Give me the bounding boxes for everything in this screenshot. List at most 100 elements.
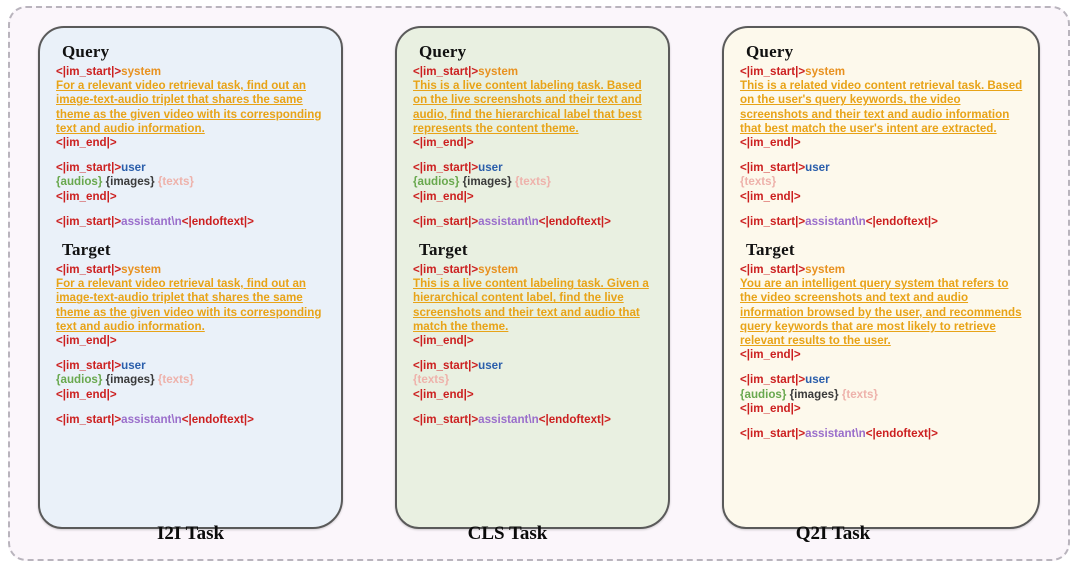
images-placeholder: {images} xyxy=(462,175,512,189)
audios-placeholder: {audios} xyxy=(56,373,103,387)
texts-placeholder: {texts} xyxy=(841,387,878,401)
endoftext-token: <|endoftext|> xyxy=(181,412,254,426)
im-end-token: <|im_end|> xyxy=(413,334,474,348)
im-end-token: <|im_end|> xyxy=(56,387,117,401)
panel-q2i-target-heading: Target xyxy=(746,240,795,260)
system-role-line: <|im_start|>system xyxy=(740,263,1024,277)
task-captions-row: I2I Task CLS Task Q2I Task xyxy=(10,523,1068,545)
panel-i2i-query-assistant-block: <|im_start|>assistant\n<|endoftext|> xyxy=(56,215,327,229)
im-end-token: <|im_end|> xyxy=(56,334,117,348)
endoftext-token: <|endoftext|> xyxy=(181,214,254,228)
caption-q2i-task: Q2I Task xyxy=(795,523,871,544)
assistant-role-line: <|im_start|>assistant\n<|endoftext|> xyxy=(740,427,1024,441)
images-placeholder: {images} xyxy=(105,373,155,387)
assistant-role-line: <|im_start|>assistant\n<|endoftext|> xyxy=(413,215,654,229)
endoftext-token: <|endoftext|> xyxy=(538,412,611,426)
role-system-token: system xyxy=(805,65,846,78)
im-end-token: <|im_end|> xyxy=(740,136,801,150)
im-start-token: <|im_start|> xyxy=(413,161,479,175)
user-placeholders-line: {audios} {images} {texts} xyxy=(740,388,1024,402)
im-start-token: <|im_start|> xyxy=(56,214,122,228)
system-instruction-text: This is a live content labeling task. Ba… xyxy=(413,79,642,135)
system-instruction-text: For a relevant video retrieval task, fin… xyxy=(56,79,322,135)
panel-i2i-query-heading: Query xyxy=(62,42,110,61)
spacer xyxy=(56,348,327,359)
im-end-token: <|im_end|> xyxy=(740,348,801,362)
im-start-token: <|im_start|> xyxy=(413,214,479,228)
panel-cls-query-heading: Query xyxy=(419,42,467,61)
im-end-token: <|im_end|> xyxy=(413,136,474,150)
role-user-token: user xyxy=(478,359,503,373)
assistant-role-line: <|im_start|>assistant\n<|endoftext|> xyxy=(740,215,1024,229)
im-start-token: <|im_start|> xyxy=(413,412,479,426)
im-start-token: <|im_start|> xyxy=(740,263,806,277)
system-role-line: <|im_start|>system xyxy=(56,65,327,79)
endoftext-token: <|endoftext|> xyxy=(865,214,938,228)
im-start-token: <|im_start|> xyxy=(740,373,806,387)
im-start-token: <|im_start|> xyxy=(56,263,122,277)
im-end-token: <|im_end|> xyxy=(56,136,117,150)
system-role-line: <|im_start|>system xyxy=(413,263,654,277)
assistant-role-line: <|im_start|>assistant\n<|endoftext|> xyxy=(56,413,327,427)
im-start-token: <|im_start|> xyxy=(413,359,479,373)
endoftext-token: <|endoftext|> xyxy=(865,427,938,441)
role-user-token: user xyxy=(478,161,503,175)
panel-i2i-target-system-block: <|im_start|>system For a relevant video … xyxy=(56,263,327,348)
panel-q2i-query-assistant-block: <|im_start|>assistant\n<|endoftext|> xyxy=(740,215,1024,229)
panel-q2i-query-heading: Query xyxy=(746,42,794,61)
audios-placeholder: {audios} xyxy=(56,175,103,189)
user-role-line: <|im_start|>user xyxy=(56,161,327,175)
panel-cls-query-assistant-block: <|im_start|>assistant\n<|endoftext|> xyxy=(413,215,654,229)
user-role-line: <|im_start|>user xyxy=(56,359,327,373)
spacer xyxy=(56,229,327,234)
spacer xyxy=(413,204,654,215)
images-placeholder: {images} xyxy=(789,387,839,401)
task-panel-q2i: Query <|im_start|>system This is a relat… xyxy=(722,26,1040,529)
im-end-token: <|im_end|> xyxy=(56,189,117,203)
spacer xyxy=(740,204,1024,215)
spacer xyxy=(343,523,370,545)
im-end-token: <|im_end|> xyxy=(740,189,801,203)
audios-placeholder: {audios} xyxy=(413,175,460,189)
user-role-line: <|im_start|>user xyxy=(413,359,654,373)
texts-placeholder: {texts} xyxy=(740,175,777,189)
user-role-line: <|im_start|>user xyxy=(740,373,1024,387)
role-assistant-token: assistant\n xyxy=(121,412,182,426)
im-start-token: <|im_start|> xyxy=(56,161,122,175)
texts-placeholder: {texts} xyxy=(157,373,194,387)
panel-cls-target-assistant-block: <|im_start|>assistant\n<|endoftext|> xyxy=(413,413,654,427)
system-instruction-text: For a relevant video retrieval task, fin… xyxy=(56,277,322,333)
user-role-line: <|im_start|>user xyxy=(413,161,654,175)
spacer xyxy=(413,348,654,359)
assistant-role-line: <|im_start|>assistant\n<|endoftext|> xyxy=(56,215,327,229)
user-placeholders-line: {texts} xyxy=(740,175,1024,189)
system-instruction-text: This is a related video content retrieva… xyxy=(740,79,1023,135)
task-panel-i2i: Query <|im_start|>system For a relevant … xyxy=(38,26,343,529)
system-instruction-text: This is a live content labeling task. Gi… xyxy=(413,277,649,333)
panel-q2i-target-system-block: <|im_start|>system You are an intelligen… xyxy=(740,263,1024,362)
audios-placeholder: {audios} xyxy=(740,387,787,401)
system-role-line: <|im_start|>system xyxy=(740,65,1024,79)
task-panel-cls: Query <|im_start|>system This is a live … xyxy=(395,26,670,529)
user-role-line: <|im_start|>user xyxy=(740,161,1024,175)
panel-cls-target-system-block: <|im_start|>system This is a live conten… xyxy=(413,263,654,348)
panel-i2i-target-user-block: <|im_start|>user {audios} {images} {text… xyxy=(56,359,327,402)
im-start-token: <|im_start|> xyxy=(413,65,479,78)
role-assistant-token: assistant\n xyxy=(478,412,539,426)
panel-i2i-query-user-block: <|im_start|>user {audios} {images} {text… xyxy=(56,161,327,204)
user-placeholders-line: {audios} {images} {texts} xyxy=(56,373,327,387)
spacer xyxy=(413,229,654,234)
role-user-token: user xyxy=(805,373,830,387)
panel-q2i-query-system-block: <|im_start|>system This is a related vid… xyxy=(740,65,1024,150)
spacer xyxy=(56,150,327,161)
system-instruction-text: You are an intelligent query system that… xyxy=(740,277,1022,348)
panel-cls-target-heading: Target xyxy=(419,240,468,260)
im-end-token: <|im_end|> xyxy=(740,401,801,415)
panel-i2i-query-system-block: <|im_start|>system For a relevant video … xyxy=(56,65,327,150)
task-panels-row: Query <|im_start|>system For a relevant … xyxy=(10,8,1068,559)
user-placeholders-line: {audios} {images} {texts} xyxy=(56,175,327,189)
im-start-token: <|im_start|> xyxy=(56,412,122,426)
system-role-line: <|im_start|>system xyxy=(56,263,327,277)
caption-i2i-task: I2I Task xyxy=(156,523,225,544)
role-user-token: user xyxy=(805,161,830,175)
